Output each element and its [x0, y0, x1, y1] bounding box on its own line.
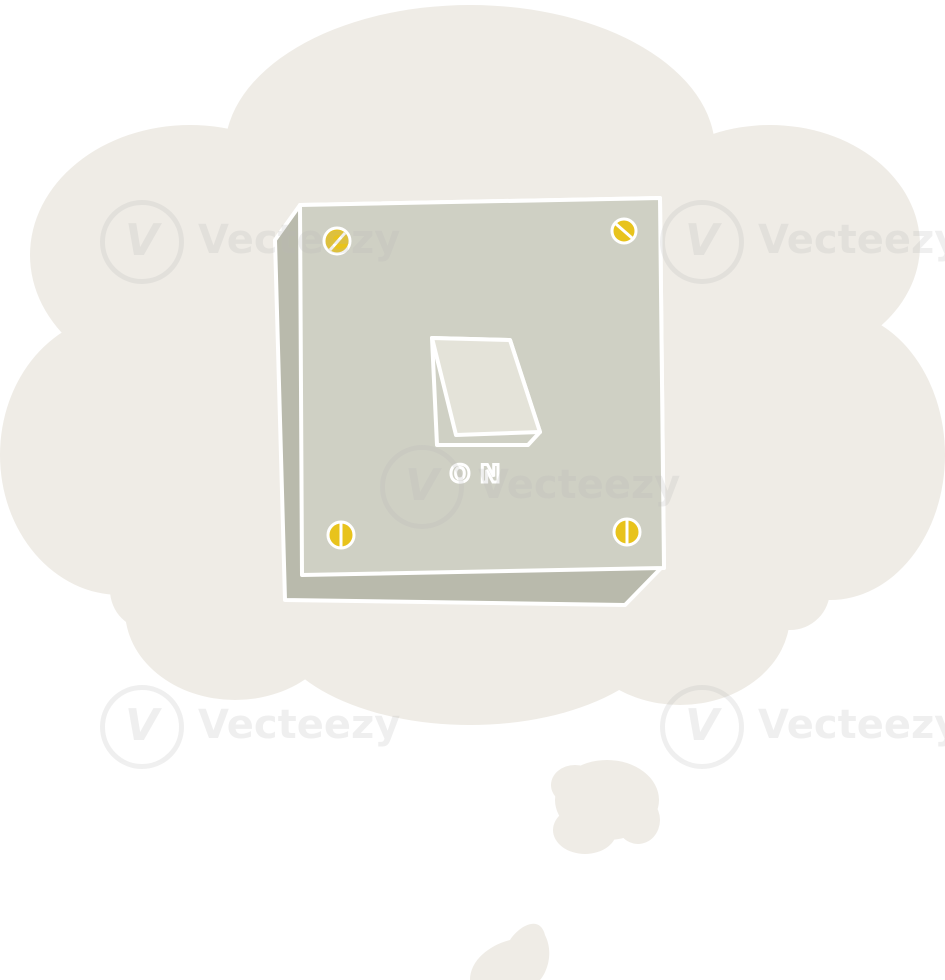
thought-trail-bubble-large	[551, 760, 660, 854]
screw-icon-top-right	[610, 217, 638, 245]
thought-trail-bubble-small	[470, 923, 550, 980]
switch-on-label: ON	[450, 460, 511, 488]
light-switch-icon: ON	[273, 196, 666, 607]
screw-icon-bottom-right	[612, 517, 642, 547]
switch-toggle	[430, 336, 542, 447]
screw-icon-bottom-left	[326, 520, 356, 550]
screw-icon-top-left	[322, 226, 352, 256]
